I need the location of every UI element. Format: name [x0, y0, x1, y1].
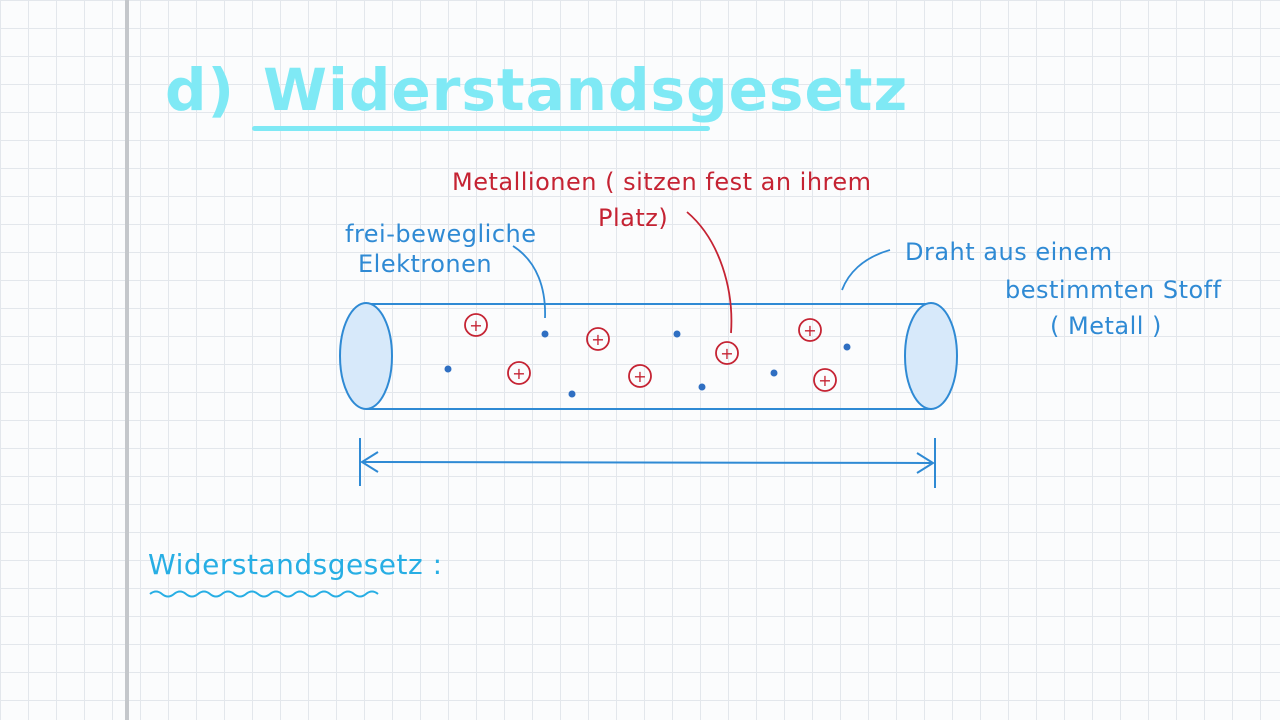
- wire-left-cap: [339, 302, 393, 410]
- ion-plus: +: [469, 316, 482, 335]
- metal-ion: +: [507, 361, 531, 385]
- electron-dot: [673, 330, 681, 338]
- ion-pointer-line: [686, 211, 733, 334]
- ion-plus: +: [512, 364, 525, 383]
- length-arrow-right-head: [916, 452, 935, 474]
- ion-plus: +: [720, 344, 733, 363]
- ion-plus: +: [591, 330, 604, 349]
- electron-dot: [843, 343, 851, 351]
- wire-label-line1: Draht aus einem: [905, 238, 1113, 266]
- electron-dot: [541, 330, 549, 338]
- metal-ion: +: [628, 364, 652, 388]
- length-arrow-shaft: [361, 461, 934, 464]
- electrons-label-line2: Elektronen: [358, 250, 493, 278]
- metal-ion: +: [813, 368, 837, 392]
- electrons-label-line1: frei-bewegliche: [345, 220, 537, 248]
- ion-plus: +: [818, 371, 831, 390]
- title-text: Widerstandsgesetz: [263, 56, 909, 124]
- electron-dot: [770, 369, 778, 377]
- wire-pointer-line: [841, 249, 891, 291]
- electron-dot: [698, 383, 706, 391]
- ion-plus: +: [633, 367, 646, 386]
- title-underline: [252, 126, 710, 131]
- electrons: [444, 330, 851, 398]
- length-arrow-left-head: [360, 451, 379, 473]
- wire-right-cap: [904, 302, 958, 410]
- margin-line: [125, 0, 129, 720]
- wire-label-line3: ( Metall ): [1050, 312, 1162, 340]
- electron-pointer-line: [512, 245, 546, 319]
- ion-plus: +: [803, 321, 816, 340]
- wire-label-line2: bestimmten Stoff: [1005, 276, 1222, 304]
- metal-ions-label-line1: Metallionen ( sitzen fest an ihrem: [452, 168, 872, 196]
- electron-dot: [568, 390, 576, 398]
- law-wavy-underline: [149, 590, 379, 598]
- metal-ion: +: [464, 313, 488, 337]
- electron-dot: [444, 365, 452, 373]
- title-letter: d): [165, 56, 236, 124]
- metal-ion: +: [715, 341, 739, 365]
- metal-ion: +: [798, 318, 822, 342]
- page-title: d) Widerstandsgesetz: [165, 56, 908, 124]
- metal-ion: +: [586, 327, 610, 351]
- metal-ions: + + + + + + +: [464, 313, 837, 392]
- law-label: Widerstandsgesetz :: [148, 548, 443, 581]
- metal-ions-label-line2: Platz): [598, 204, 669, 232]
